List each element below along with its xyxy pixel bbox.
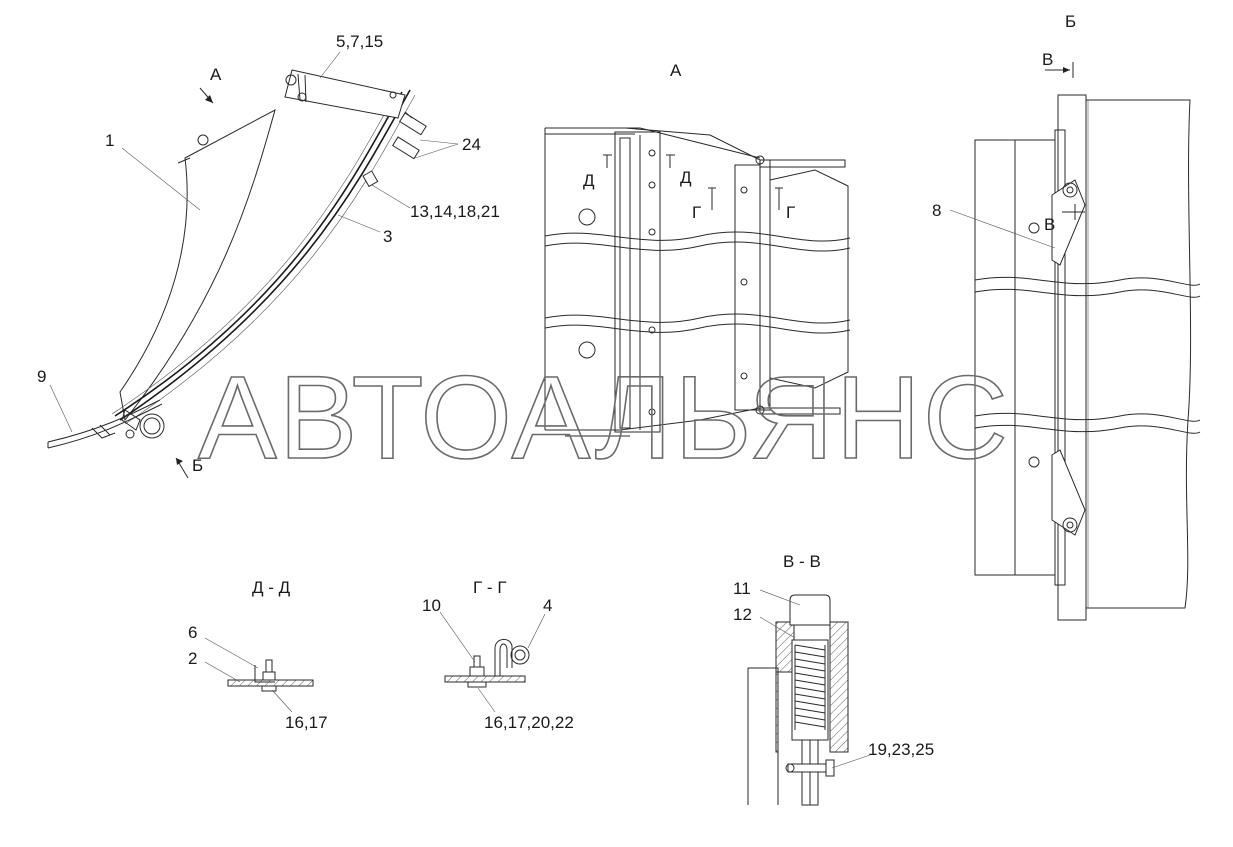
view-a: А	[544, 61, 851, 437]
callout-4: 4	[543, 596, 552, 615]
curved-plate	[119, 89, 411, 421]
view-b: Б В В 8	[932, 12, 1201, 621]
main-leaders	[49, 51, 459, 479]
bottom-clamp	[91, 409, 165, 439]
section-gg: Г - Г 10 4 16,17,20,22	[422, 578, 574, 732]
callout-11: 11	[733, 579, 751, 598]
cut-g-left-label: Г	[692, 203, 701, 222]
callout-13-14-18-21: 13,14,18,21	[410, 202, 500, 221]
section-dd-title: Д - Д	[252, 578, 291, 597]
callout-6: 6	[188, 623, 197, 642]
cut-g-right-label: Г	[786, 203, 795, 222]
watermark-text: АВТОАЛЬЯНС	[198, 352, 1010, 484]
cut-d-left-label: Д	[583, 171, 595, 190]
callout-12: 12	[733, 605, 752, 624]
spring	[794, 644, 826, 730]
section-vv-title: В - В	[783, 552, 821, 571]
callout-8: 8	[932, 201, 941, 220]
callout-10: 10	[422, 596, 441, 615]
bolt-13	[197, 134, 379, 188]
callout-1: 1	[105, 131, 114, 150]
callout-16-17: 16,17	[285, 713, 328, 732]
view-b-title: Б	[1065, 12, 1076, 31]
latch-bottom	[1028, 449, 1086, 536]
view-arrow-b-label: Б	[192, 456, 203, 475]
callout-2: 2	[188, 649, 197, 668]
strip-9	[47, 399, 163, 449]
section-gg-title: Г - Г	[473, 578, 507, 597]
blade-body	[119, 109, 276, 422]
top-bracket	[284, 69, 406, 119]
callout-9: 9	[37, 367, 46, 386]
latch-top	[1028, 179, 1086, 266]
section-vv: В - В 11 12 19,23,25	[733, 552, 934, 806]
cut-d-right-label: Д	[680, 168, 692, 187]
cut-v-top-label: В	[1042, 50, 1053, 69]
main-side-view: А Б 1 5,7,15 24 13,14,18,21 3 9	[37, 32, 500, 479]
view-arrow-a-label: А	[210, 65, 222, 84]
cut-markers-a	[603, 154, 783, 210]
callout-19-23-25: 19,23,25	[868, 740, 934, 759]
callout-16-17-20-22: 16,17,20,22	[484, 713, 574, 732]
callout-3: 3	[383, 227, 392, 246]
cut-v-mid-label: В	[1044, 215, 1055, 234]
callout-24: 24	[462, 135, 481, 154]
callout-5-7-15: 5,7,15	[336, 32, 383, 51]
bolts-24	[392, 111, 427, 160]
view-a-title: А	[670, 61, 682, 80]
section-dd: Д - Д 6 2 16,17	[188, 578, 328, 732]
